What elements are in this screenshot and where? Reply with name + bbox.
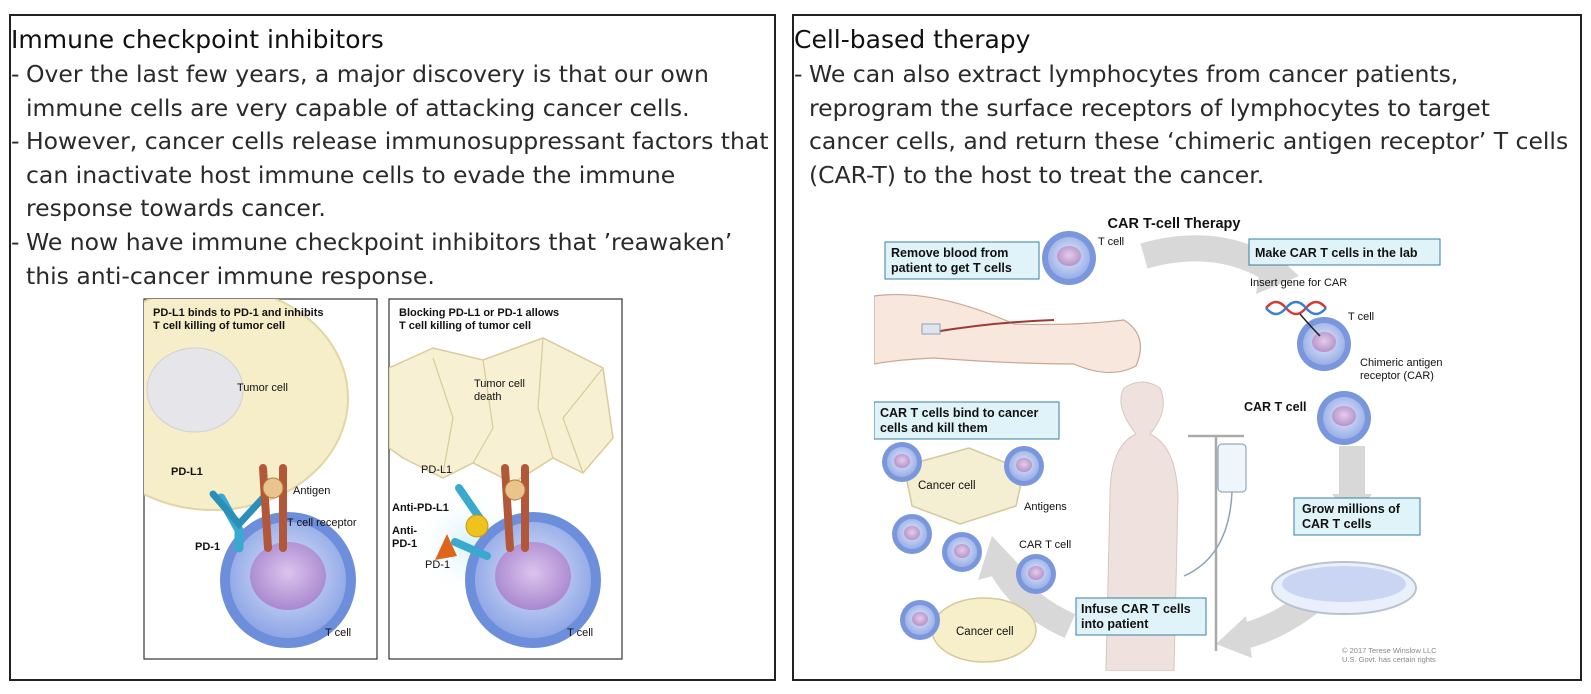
fig-label: CAR T cell (1244, 400, 1307, 414)
insert-arrow (1299, 313, 1321, 337)
fig-label: T cell receptor (287, 517, 357, 529)
step-label-box (884, 241, 1040, 280)
patient-arm (874, 293, 1142, 374)
fig-label: Antigens (1024, 501, 1067, 513)
fig-label: T cell (325, 627, 351, 639)
car-t-cell-icon (942, 532, 982, 572)
fig-label: Cancer cell (956, 626, 1014, 638)
copyright-text: © 2017 Terese Winslow LLC (1342, 646, 1437, 655)
tumor-nucleus-shape (146, 347, 244, 433)
step-label-box (1293, 497, 1421, 536)
cycle-arrowhead (978, 536, 1022, 580)
bullet-text: We can also extract lymphocytes from can… (809, 60, 1569, 189)
t-cell-shape (220, 512, 356, 648)
checkpoint-illustration: PD-L1 binds to PD-1 and inhibits T cell … (143, 298, 623, 660)
fig-label: PD-1 (425, 559, 450, 571)
pd-l1-ligand (209, 490, 267, 530)
iv-stand (1188, 434, 1244, 651)
fig-label: PD-L1 (421, 464, 452, 476)
fig-label: PD-1 (392, 538, 417, 550)
step-label: Remove blood from (891, 246, 1008, 260)
step-label-box (874, 401, 1060, 440)
car-t-cell-icon (1317, 391, 1371, 445)
fig-label: PD-1 (195, 541, 220, 553)
fig-label: death (474, 391, 502, 403)
fig-label: CAR T cell (1019, 539, 1071, 551)
t-cell-shape (465, 512, 601, 648)
t-cell-icon (1042, 231, 1096, 285)
checkpoint-figure: PD-L1 binds to PD-1 and inhibits T cell … (143, 298, 623, 662)
fig-label: T cell (567, 627, 593, 639)
panel-title: Cell-based therapy (794, 25, 1031, 54)
fig-label: Antigen (293, 485, 330, 497)
cycle-arrowhead (1216, 616, 1252, 658)
pd-1-receptor (451, 538, 491, 560)
fig-label: Tumor cell (237, 382, 288, 394)
fig-label: Anti- (392, 525, 417, 537)
fig-caption: T cell killing of tumor cell (153, 320, 285, 332)
step-label: cells and kill them (880, 421, 988, 435)
bullet-text: We now have immune checkpoint inhibitors… (26, 227, 733, 290)
panel-title: Immune checkpoint inhibitors (11, 25, 384, 54)
cell-therapy-panel: Cell-based therapy -We can also extract … (792, 14, 1582, 681)
fig-caption: Blocking PD-L1 or PD-1 allows (399, 307, 559, 319)
step-label: CAR T cells (1302, 517, 1372, 531)
car-t-figure: CAR T-cell Therapy Remove blood from pat… (874, 196, 1474, 671)
fig-label: Tumor cell (474, 378, 525, 390)
car-t-cell-icon (892, 514, 932, 554)
fig-label: Anti-PD-L1 (392, 502, 449, 514)
car-t-cell-icon (1004, 446, 1044, 486)
fracture-lines (432, 337, 604, 474)
fig-label: receptor (CAR) (1360, 370, 1434, 382)
cancer-cell-shape (903, 447, 1025, 525)
fig-label: Insert gene for CAR (1250, 277, 1347, 289)
bullet-item: -We can also extract lymphocytes from ca… (794, 60, 1569, 189)
bullet-list: -Over the last few years, a major discov… (11, 58, 770, 293)
bullet-text: Over the last few years, a major discove… (26, 60, 709, 122)
bullet-item: -Over the last few years, a major discov… (11, 60, 709, 122)
car-gene-dna (1265, 300, 1327, 316)
bullet-text: However, cancer cells release immunosupp… (26, 127, 769, 223)
iv-bag (1217, 443, 1247, 493)
cultured-cells (1282, 566, 1406, 602)
dying-tumor-shape (389, 337, 614, 484)
fig-caption: PD-L1 binds to PD-1 and inhibits (153, 307, 324, 319)
bullet-item: -We now have immune checkpoint inhibitor… (11, 227, 733, 290)
immune-checkpoint-panel: Immune checkpoint inhibitors -Over the l… (9, 14, 776, 681)
car-gene-dna (1265, 300, 1327, 316)
step-label: patient to get T cells (891, 261, 1012, 275)
iv-tube (1183, 491, 1233, 577)
fig-label: T cell (1348, 311, 1374, 323)
step-label: Grow millions of (1302, 502, 1401, 516)
t-cell-icon (1297, 317, 1351, 371)
fig-label: T cell (1098, 236, 1124, 248)
car-t-cell-icon (1016, 554, 1056, 594)
antigen-shape (262, 477, 284, 499)
anti-pd-l1-antibody (465, 514, 489, 538)
car-t-cell-icon (900, 600, 940, 640)
step-label: CAR T cells bind to cancer (880, 406, 1039, 420)
car-t-illustration: CAR T-cell Therapy Remove blood from pat… (874, 216, 1443, 671)
fig-caption: T cell killing of tumor cell (399, 320, 531, 332)
antigen-shape (504, 479, 526, 501)
bullet-item: -However, cancer cells release immunosup… (11, 127, 769, 223)
step-label: into patient (1081, 617, 1149, 631)
fig-label: Chimeric antigen (1360, 357, 1443, 369)
t-cell-receptor-shape (501, 464, 529, 552)
step-label: Infuse CAR T cells (1081, 602, 1191, 616)
car-t-cell-icon (882, 442, 922, 482)
step-label: Make CAR T cells in the lab (1255, 246, 1418, 260)
fig-label: Cancer cell (918, 480, 976, 492)
blood-line (933, 319, 1055, 333)
copyright-text: U.S. Govt. has certain rights (1342, 655, 1436, 664)
step-label-box (1075, 597, 1207, 636)
bullet-list: -We can also extract lymphocytes from ca… (794, 58, 1576, 192)
cycle-arrow (990, 561, 1076, 638)
fig-label: PD-L1 (171, 466, 203, 478)
anti-pd-1-antibody (435, 534, 457, 560)
iv-catheter (921, 323, 941, 335)
step-label-box (1248, 238, 1441, 266)
figure-title: CAR T-cell Therapy (1108, 216, 1241, 232)
t-cell-receptor-shape (259, 464, 287, 552)
